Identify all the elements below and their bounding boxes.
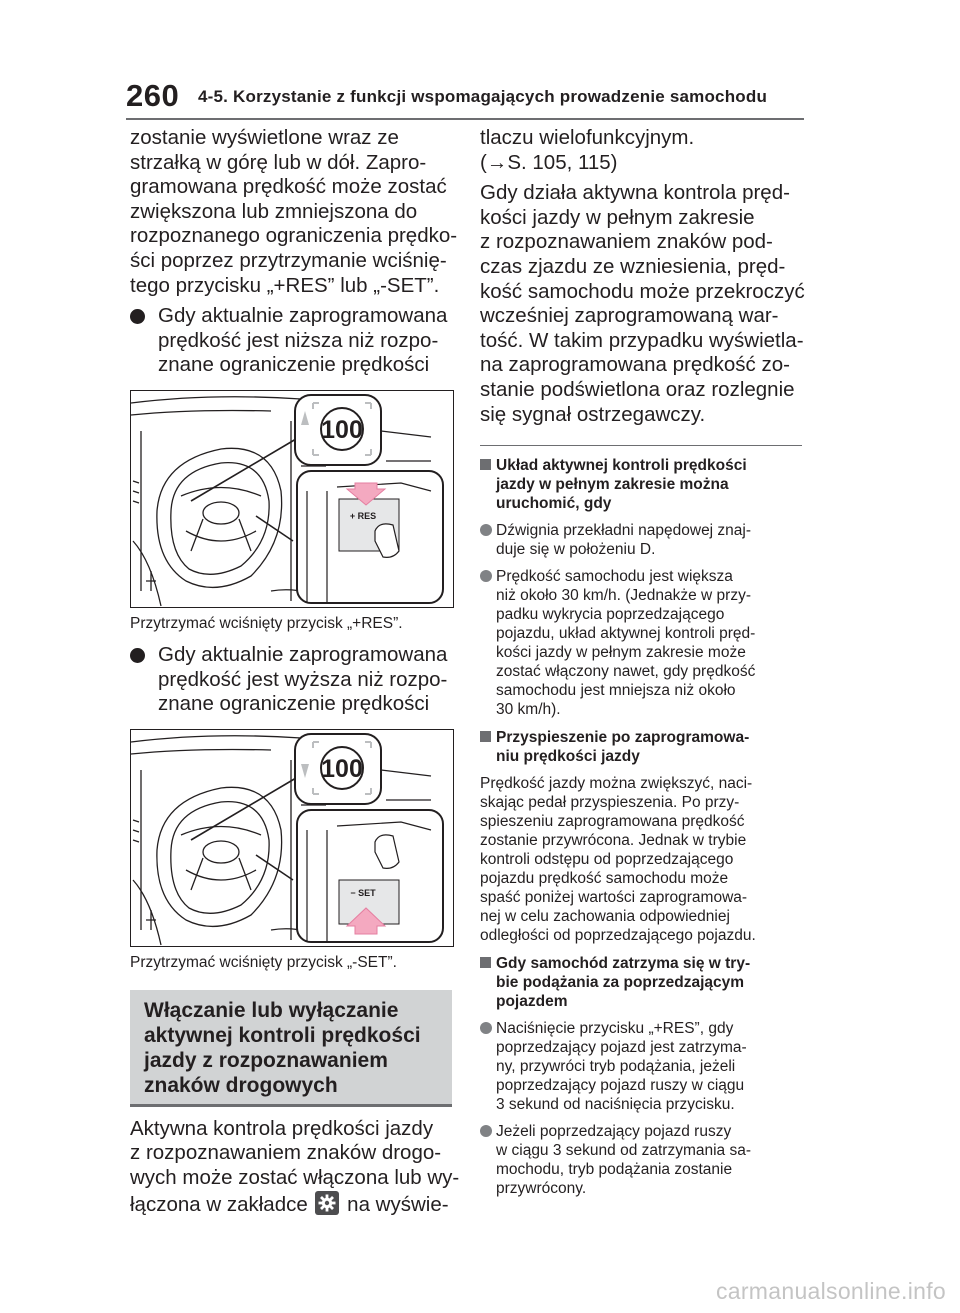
caption-set: Przytrzymać wciśnięty przycisk „-SET”.: [130, 953, 397, 971]
res-button-label: + RES: [350, 511, 376, 521]
right-downhill-paragraph: Gdy działa aktywna kontrola pręd- kości …: [480, 181, 805, 426]
right-intro: tlaczu wielofunkcyjnym. (→S. 105, 115): [480, 126, 695, 174]
bullet-dot-icon: [130, 647, 145, 663]
section-heading-box: Włączanie lub wyłączanie aktywnej kontro…: [130, 989, 452, 1107]
bullet-lower-speed: Gdy aktualnie zaprogramowana prędkość je…: [130, 304, 460, 378]
activation-condition-gear: Dźwignia przekładni napędowej znaj- duje…: [480, 521, 805, 559]
square-bullet-icon: [480, 731, 491, 743]
right-column: tlaczu wielofunkcyjnym. (→S. 105, 115) G…: [480, 126, 805, 1198]
bullet-dot-icon: [480, 524, 492, 537]
page-header: 260 4-5. Korzystanie z funkcji wspomagaj…: [126, 78, 804, 118]
left-column: zostanie wyświetlone wraz ze strzałką w …: [130, 126, 460, 1217]
figure-set-button: 100 − SET: [130, 728, 454, 947]
subheading-follow-stop: Gdy samochód zatrzyma się w try- bie pod…: [480, 954, 805, 1011]
subheading-acceleration: Przyspieszenie po zaprogramowa- niu pręd…: [480, 728, 805, 766]
header-rule: [126, 118, 804, 120]
dashboard-set-illustration: 100 − SET: [131, 732, 444, 945]
activation-condition-speed: Prędkość samochodu jest większa niż okoł…: [480, 567, 805, 719]
section-body: Aktywna kontrola prędkości jazdy z rozpo…: [130, 1116, 460, 1216]
chapter-title: 4-5. Korzystanie z funkcji wspomagającyc…: [198, 87, 768, 106]
settings-gear-icon: [315, 1190, 340, 1215]
bullet-dot-icon: [480, 1125, 492, 1138]
follow-stop-auto: Jeżeli poprzedzający pojazd ruszy w ciąg…: [480, 1122, 805, 1198]
square-bullet-icon: [480, 459, 491, 471]
figure-res-button: 100 + RES: [130, 389, 454, 608]
caption-res: Przytrzymać wciśnięty przycisk „+RES”.: [130, 614, 403, 632]
acceleration-paragraph: Prędkość jazdy można zwiększyć, naci- sk…: [480, 775, 756, 945]
dashboard-res-illustration: 100 + RES: [131, 393, 444, 607]
bullet-dot-icon: [480, 1022, 492, 1035]
square-bullet-icon: [480, 957, 491, 969]
watermark: carmanualsonline.info: [715, 1278, 946, 1304]
press-arrow-icon: [345, 482, 387, 506]
left-intro: zostanie wyświetlone wraz ze strzałką w …: [130, 126, 458, 297]
page-number: 260: [126, 78, 180, 113]
bullet-dot-icon: [130, 309, 145, 325]
speed-sign-value: 100: [321, 416, 363, 444]
press-arrow-icon: [345, 907, 387, 935]
bullet-dot-icon: [480, 570, 492, 583]
subheading-activation: Układ aktywnej kontroli prędkości jazdy …: [480, 456, 805, 513]
set-button-label: − SET: [350, 888, 376, 898]
notes-divider: [480, 445, 802, 447]
speed-sign-value: 100: [321, 755, 363, 783]
follow-stop-res: Naciśnięcie przycisku „+RES”, gdy poprze…: [480, 1019, 805, 1114]
bullet-higher-speed: Gdy aktualnie zaprogramowana prędkość je…: [130, 643, 460, 717]
